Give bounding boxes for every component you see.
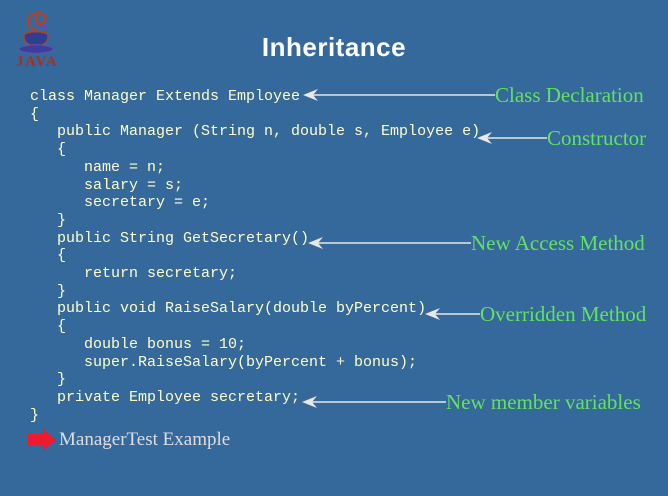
left-arrow-icon	[302, 396, 446, 408]
annotation-label: Constructor	[547, 126, 647, 150]
java-logo-text: JAVA	[16, 54, 58, 70]
left-arrow-icon	[477, 132, 547, 144]
java-logo-icon: JAVA	[16, 12, 58, 70]
footer-example-link[interactable]: ManagerTest Example	[28, 429, 230, 451]
annotation-new-access-method: New Access Method	[308, 230, 645, 256]
right-block-arrow-icon	[28, 429, 56, 451]
annotation-label: Overridden Method	[480, 302, 647, 326]
footer-label: ManagerTest Example	[59, 429, 231, 450]
code-block: class Manager Extends Employee { public …	[30, 88, 481, 424]
annotation-constructor: Constructor	[477, 125, 646, 151]
left-arrow-icon	[425, 308, 480, 320]
annotation-label: New member variables	[446, 390, 641, 414]
annotation-class-declaration: Class Declaration	[303, 82, 644, 108]
left-arrow-icon	[303, 89, 495, 101]
left-arrow-icon	[308, 237, 471, 249]
annotation-label: Class Declaration	[495, 83, 644, 107]
annotation-new-member-variables: New member variables	[302, 389, 641, 415]
page-title: Inheritance	[261, 32, 407, 62]
annotation-overridden-method: Overridden Method	[425, 301, 646, 327]
annotation-label: New Access Method	[471, 231, 645, 255]
